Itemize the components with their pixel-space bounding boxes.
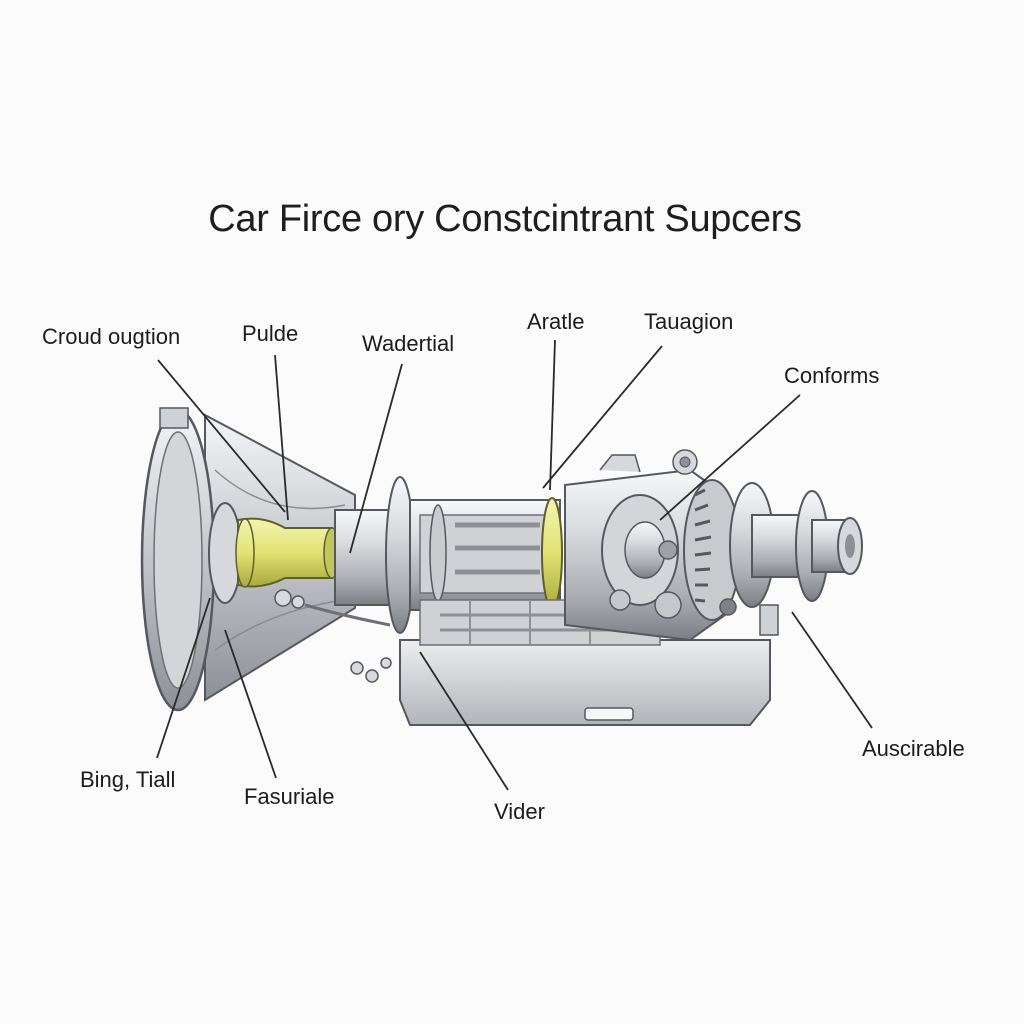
fittings [274,589,392,683]
label-vider: Vider [494,799,545,824]
finned-drum [683,479,741,621]
leader-croud-ougtion [157,359,286,513]
leader-lines [156,339,873,791]
label-croud-ougtion: Croud ougtion [42,324,181,349]
leader-aratle [549,339,556,491]
leader-wadertial [349,363,403,554]
label-bing-tiall: Bing, Tiall [80,767,176,792]
label-wadertial: Wadertial [362,331,455,356]
leader-tauagion [542,345,663,489]
leader-fasuriale [224,629,277,779]
label-tauagion: Tauagion [644,309,734,334]
label-auscirable: Auscirable [862,736,965,761]
leader-pulde [274,354,289,521]
label-fasuriale: Fasuriale [244,784,335,809]
leader-conforms [659,394,801,521]
leader-bing-tiall [156,597,211,759]
leader-vider [419,651,509,791]
leader-auscirable [791,611,873,729]
label-pulde: Pulde [242,321,299,346]
label-aratle: Aratle [527,309,585,334]
label-conforms: Conforms [784,363,880,388]
output-shaft [719,482,863,636]
main-case [334,476,563,634]
diagram-title: Car Firce ory Constcintrant Supcers [208,198,802,240]
